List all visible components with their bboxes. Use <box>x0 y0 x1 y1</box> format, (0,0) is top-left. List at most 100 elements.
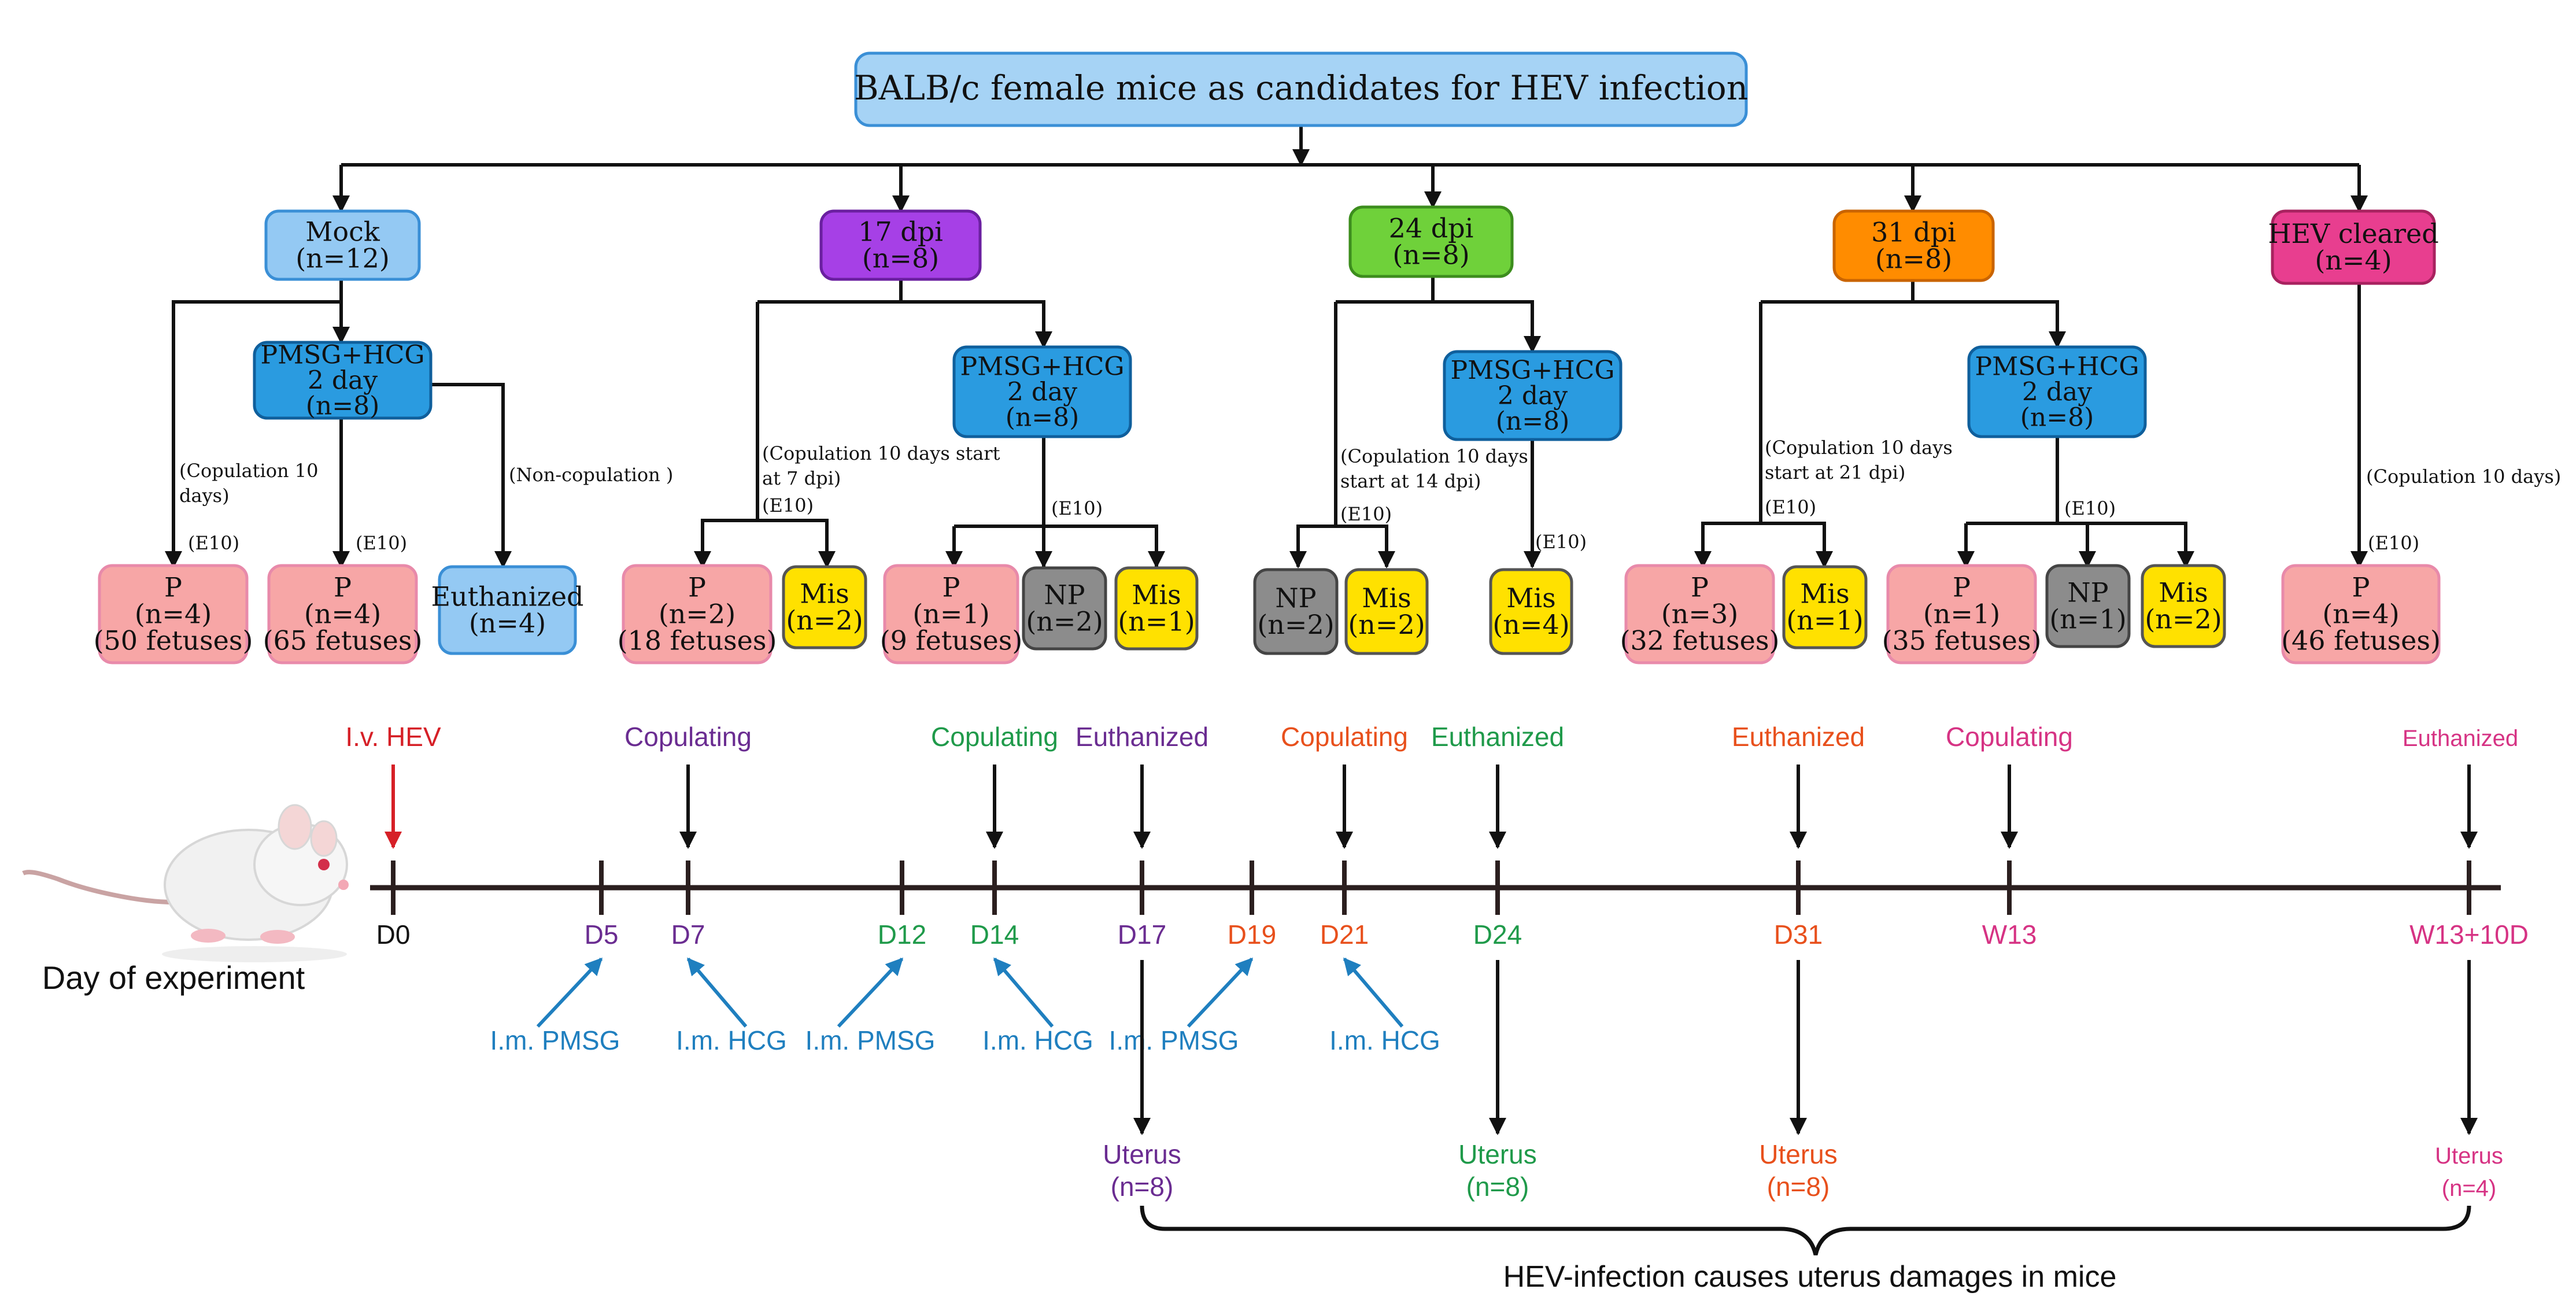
e10-17dpi-2: (E10) <box>1051 497 1103 519</box>
connector-line <box>1966 522 2194 568</box>
day-label-d12: D12 <box>878 919 926 950</box>
label-mock-noncopulation: (Non-copulation ) <box>509 464 673 486</box>
outcome-31dpi-p1: P(n=3)(32 fetuses) <box>1620 564 1780 664</box>
outcome-31dpi-mis2: Mis(n=2) <box>2141 564 2226 648</box>
uterus-count-u17: (n=8) <box>1111 1172 1174 1202</box>
injection-arrow-inj1 <box>536 957 603 1028</box>
group-box-24dpi-text-0: 24 dpi <box>1389 213 1474 244</box>
uterus-label-u13: Uterus <box>2435 1143 2503 1169</box>
day-label-d5: D5 <box>585 919 619 950</box>
outcome-31dpi-np: NP(n=1) <box>2045 564 2131 648</box>
e10-mock-2: (E10) <box>356 532 407 554</box>
outcome-mock-p2-text-0: P <box>334 572 352 603</box>
outcome-mock-p2: P(n=4)(65 fetuses) <box>263 564 423 664</box>
outcome-17dpi-p2: P(n=1)(9 fetuses) <box>880 564 1023 664</box>
outcome-mock-p2-text-2: (65 fetuses) <box>263 625 423 656</box>
pmsg-box-17dpi-text-1: 2 day <box>1007 377 1077 407</box>
uterus-label-u31: Uterus <box>1759 1139 1837 1169</box>
group-box-24dpi: 24 dpi(n=8) <box>1348 205 1514 278</box>
pmsg-box-31dpi-text-0: PMSG+HCG <box>1975 352 2139 381</box>
outcome-cleared-p-text-2: (46 fetuses) <box>2281 625 2441 656</box>
outcome-cleared-p: P(n=4)(46 fetuses) <box>2281 564 2441 664</box>
outcome-17dpi-p2-text-1: (n=1) <box>912 599 989 630</box>
above-label-cop3: Copulating <box>1281 722 1408 752</box>
connector-line <box>757 519 836 568</box>
outcome-17dpi-mis2-text-0: Mis <box>1132 579 1181 611</box>
day-label-d21: D21 <box>1320 919 1369 950</box>
outcome-17dpi-p1-text-2: (18 fetuses) <box>618 625 777 656</box>
label-24dpi-copulation-2: start at 14 dpi) <box>1340 470 1481 492</box>
tree-connectors <box>165 101 2368 568</box>
label-31dpi-copulation: (Copulation 10 days <box>1765 437 1953 459</box>
above-label-euth2: Euthanized <box>1431 722 1564 752</box>
injection-label-inj2: I.m. HCG <box>676 1025 787 1055</box>
day-label-d17: D17 <box>1118 919 1166 950</box>
group-box-mock-text-0: Mock <box>305 216 380 248</box>
injection-label-inj6: I.m. HCG <box>1329 1025 1440 1055</box>
uterus-count-u24: (n=8) <box>1466 1172 1529 1202</box>
outcome-mock-p1-text-1: (n=4) <box>135 599 212 630</box>
outcome-17dpi-np: NP(n=2) <box>1022 566 1107 651</box>
group-box-hev-cleared: HEV cleared(n=4) <box>2268 209 2439 285</box>
outcome-mock-p1: P(n=4)(50 fetuses) <box>94 564 253 664</box>
e10-17dpi-1: (E10) <box>762 494 814 516</box>
outcome-17dpi-p1-text-1: (n=2) <box>659 599 736 630</box>
outcome-mock-p2-text-1: (n=4) <box>304 599 381 630</box>
group-box-31dpi-text-1: (n=8) <box>1875 243 1952 275</box>
outcome-24dpi-mis1-text-1: (n=2) <box>1348 609 1425 640</box>
outcome-24dpi-mis2-text-0: Mis <box>1506 582 1555 614</box>
above-label-cop4: Copulating <box>1946 722 2073 752</box>
injection-arrow-inj3 <box>837 957 904 1028</box>
connector-line <box>694 302 759 568</box>
outcome-17dpi-mis1-text-1: (n=2) <box>786 605 863 636</box>
uterus-count-u31: (n=8) <box>1767 1172 1830 1202</box>
e10-cleared: (E10) <box>2368 532 2419 554</box>
group-box-17dpi-text-0: 17 dpi <box>858 216 943 248</box>
outcome-mock-p1-text-2: (50 fetuses) <box>94 625 253 656</box>
group-box-hev-cleared-text-0: HEV cleared <box>2268 218 2438 249</box>
group-box-mock: Mock(n=12) <box>264 209 421 281</box>
connector-line <box>1336 525 1395 568</box>
day-label-d24: D24 <box>1473 919 1522 950</box>
group-box-31dpi-text-0: 31 dpi <box>1871 217 1956 248</box>
connector-line <box>1761 522 1833 568</box>
outcome-31dpi-p1-text-1: (n=3) <box>1661 599 1738 630</box>
connector-line <box>757 300 1052 349</box>
injection-label-inj1: I.m. PMSG <box>490 1025 620 1055</box>
diagram-title: BALB/c female mice as candidates for HEV… <box>854 68 1748 108</box>
label-mock-copulation-2: days) <box>179 485 230 507</box>
connector-line <box>431 383 512 568</box>
outcome-31dpi-p2: P(n=1)(35 fetuses) <box>1882 564 2041 664</box>
outcome-24dpi-np-text-0: NP <box>1275 582 1316 614</box>
outcome-31dpi-mis2-text-0: Mis <box>2159 577 2208 608</box>
outcome-31dpi-p1-text-2: (32 fetuses) <box>1620 625 1780 656</box>
outcome-17dpi-p1: P(n=2)(18 fetuses) <box>618 564 777 664</box>
label-17dpi-copulation: (Copulation 10 days start <box>762 442 1000 464</box>
outcome-17dpi-p2-text-2: (9 fetuses) <box>880 625 1023 656</box>
pmsg-box-31dpi-text-1: 2 day <box>2022 377 2092 407</box>
day-label-d14: D14 <box>970 919 1019 950</box>
injection-arrow-inj2 <box>686 957 748 1028</box>
outcome-24dpi-mis1: Mis(n=2) <box>1344 568 1429 655</box>
connector-line <box>1761 300 2066 349</box>
e10-31dpi-2: (E10) <box>2064 497 2116 519</box>
outcome-17dpi-p1-text-0: P <box>688 572 706 603</box>
day-label-d19: D19 <box>1228 919 1276 950</box>
connector-line <box>165 300 341 568</box>
outcome-17dpi-p2-text-0: P <box>943 572 960 603</box>
outcome-17dpi-mis1-text-0: Mis <box>800 578 849 610</box>
group-box-hev-cleared-text-1: (n=4) <box>2315 245 2392 276</box>
outcome-mock-euthanized: Euthanized(n=4) <box>431 565 583 655</box>
outcome-31dpi-mis1-text-1: (n=1) <box>1786 605 1863 636</box>
tree-boxes: BALB/c female mice as candidates for HEV… <box>94 51 2561 664</box>
outcome-24dpi-mis1-text-0: Mis <box>1362 582 1411 614</box>
day-label-w13p: W13+10D <box>2409 919 2529 950</box>
above-label-cop2: Copulating <box>931 722 1058 752</box>
pmsg-box-mock-text-1: 2 day <box>308 365 378 395</box>
day-of-experiment-caption: Day of experiment <box>42 959 305 996</box>
